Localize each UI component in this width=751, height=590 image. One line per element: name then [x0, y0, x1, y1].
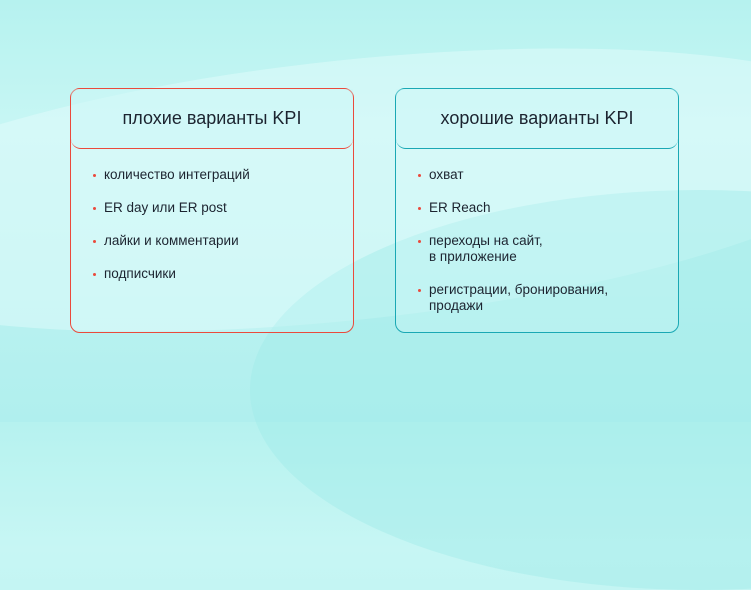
- card-title: плохие варианты KPI: [71, 89, 353, 149]
- list-item: охват: [418, 167, 678, 183]
- item-text: лайки и комментарии: [104, 233, 239, 248]
- list-item: переходы на сайт,в приложение: [418, 233, 678, 265]
- item-text: ER Reach: [429, 200, 491, 215]
- item-text: регистрации, бронирования,: [429, 282, 609, 297]
- list-item: регистрации, бронирования,продажи: [418, 282, 678, 314]
- good-kpi-list: охват ER Reach переходы на сайт,в прилож…: [396, 149, 678, 314]
- list-item: количество интеграций: [93, 167, 353, 183]
- bad-kpi-list: количество интеграций ER day или ER post…: [71, 149, 353, 282]
- list-item: подписчики: [93, 266, 353, 282]
- item-text: переходы на сайт,: [429, 233, 543, 248]
- good-kpi-card: хорошие варианты KPI охват ER Reach пере…: [395, 88, 679, 333]
- bad-kpi-card: плохие варианты KPI количество интеграци…: [70, 88, 354, 333]
- item-text: количество интеграций: [104, 167, 250, 182]
- item-text: продажи: [429, 298, 483, 313]
- list-item: ER day или ER post: [93, 200, 353, 216]
- card-title: хорошие варианты KPI: [396, 89, 678, 149]
- item-text: ER day или ER post: [104, 200, 227, 215]
- item-text: в приложение: [429, 249, 517, 264]
- item-text: подписчики: [104, 266, 176, 281]
- list-item: ER Reach: [418, 200, 678, 216]
- item-text: охват: [429, 167, 464, 182]
- list-item: лайки и комментарии: [93, 233, 353, 249]
